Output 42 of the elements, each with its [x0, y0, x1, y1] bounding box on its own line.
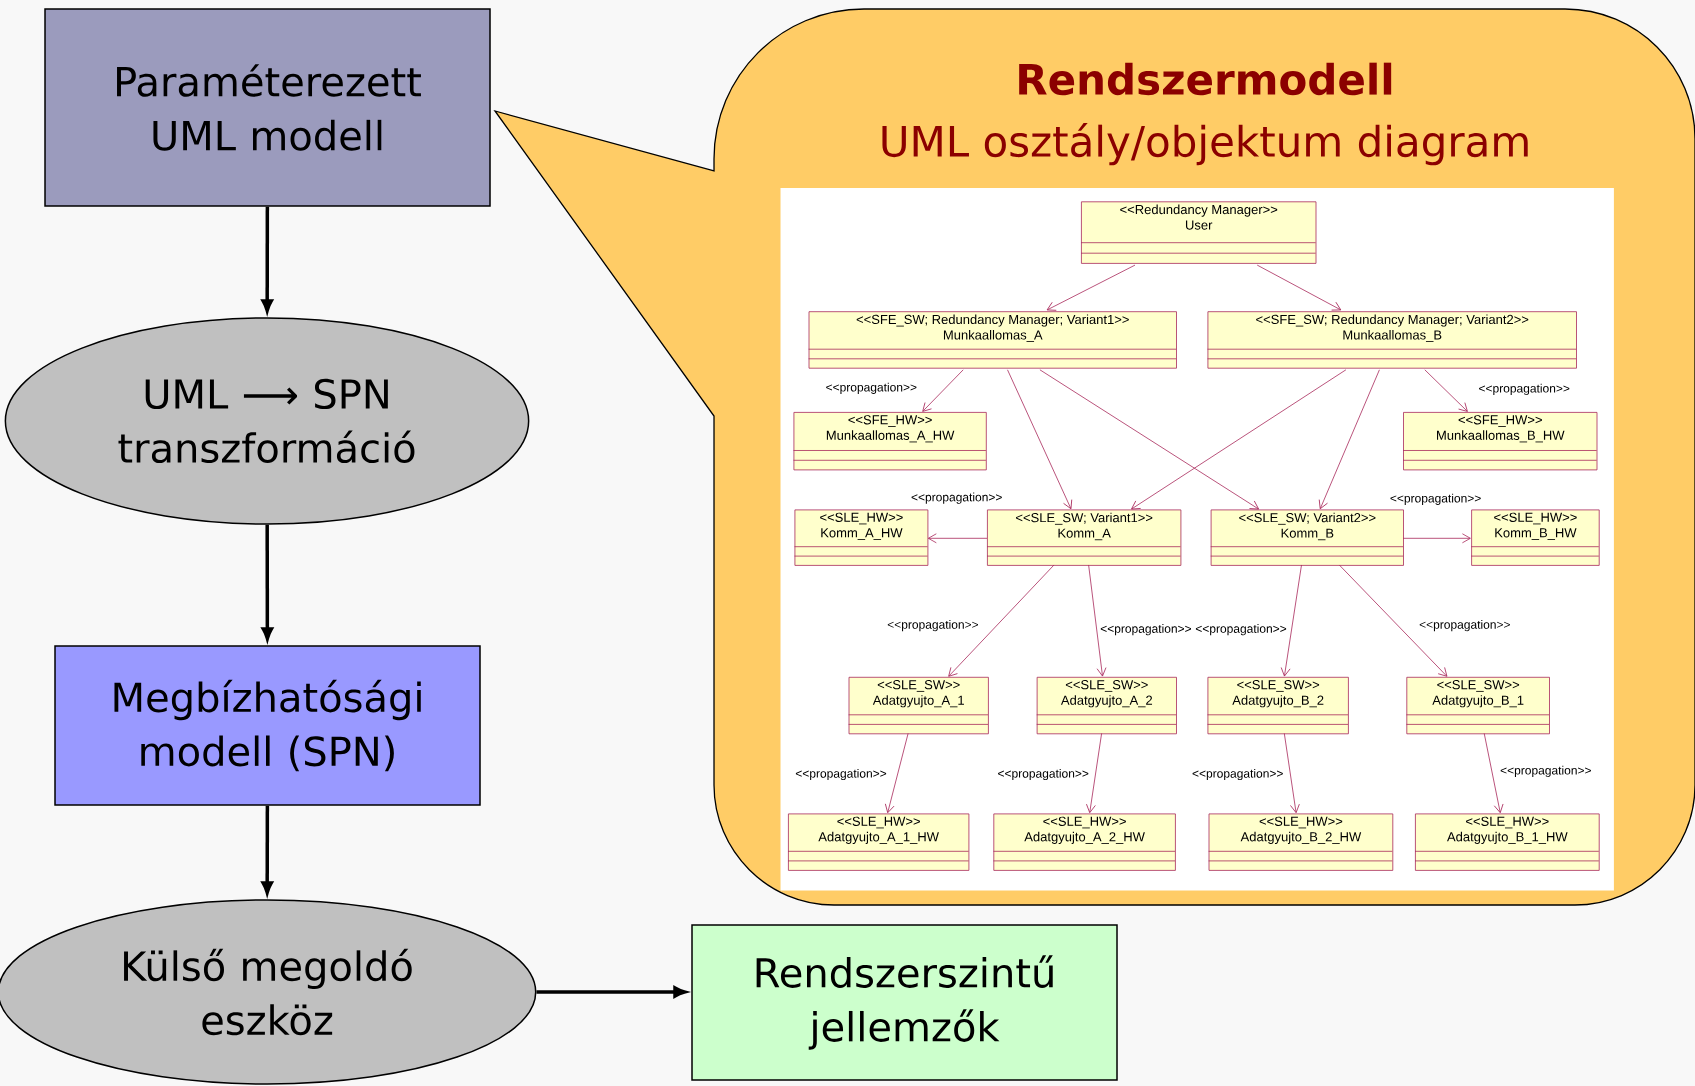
class-box: <<SLE_SW>> Adatgyujto_A_2 — [1036, 676, 1177, 735]
arrow — [927, 533, 988, 544]
process-box: Paraméterezett UML modell — [44, 8, 491, 207]
arrow — [1086, 733, 1102, 814]
arrow — [1402, 533, 1471, 544]
arrow — [884, 733, 909, 814]
edge-label: <<propagation>> — [1099, 623, 1193, 637]
class-box: <<SLE_SW; Variant1>> Komm_A — [986, 509, 1182, 566]
class-box: <<SLE_HW>> Adatgyujto_A_1_HW — [787, 813, 970, 871]
edge-label: <<propagation>> — [1418, 619, 1512, 633]
arrow — [1483, 733, 1504, 814]
class-box: <<SLE_HW>> Komm_A_HW — [794, 509, 929, 566]
class-box: <<SLE_SW>> Adatgyujto_B_1 — [1406, 676, 1550, 735]
arrow — [1318, 369, 1380, 510]
arrow — [1007, 369, 1073, 510]
arrow — [1424, 369, 1468, 412]
arrow — [1283, 733, 1300, 814]
edge-label: <<propagation>> — [1194, 623, 1288, 637]
process-box: Rendszerszintű jellemzők — [691, 924, 1118, 1081]
class-box: <<SLE_SW>> Adatgyujto_B_2 — [1207, 676, 1349, 735]
arrow — [1039, 369, 1259, 510]
class-box: <<SLE_HW>> Adatgyujto_A_2_HW — [993, 813, 1176, 871]
arrow — [1046, 264, 1136, 311]
class-box: <<SLE_HW>> Adatgyujto_B_1_HW — [1414, 813, 1600, 871]
arrow — [1338, 564, 1448, 677]
class-box: <<SLE_SW>> Adatgyujto_A_1 — [848, 676, 989, 735]
process-box: Megbízhatósági modell (SPN) — [54, 645, 481, 806]
class-box: <<SFE_SW; Redundancy Manager; Variant2>> Munkaallomas_B — [1207, 311, 1577, 369]
class-box: <<SFE_HW>> Munkaallomas_A_HW — [793, 412, 987, 471]
edge-label: <<propagation>> — [886, 619, 980, 633]
class-box: <<SLE_SW; Variant2>> Komm_B — [1210, 509, 1404, 566]
arrow — [1131, 369, 1347, 510]
arrow — [1088, 564, 1107, 677]
class-box: <<SLE_HW>> Komm_B_HW — [1470, 509, 1600, 566]
class-box: <<Redundancy Manager>> User — [1080, 201, 1317, 264]
arrow — [922, 369, 964, 412]
class-box: <<SLE_HW>> Adatgyujto_B_2_HW — [1208, 813, 1394, 871]
arrow — [948, 564, 1055, 677]
class-box: <<SFE_SW; Redundancy Manager; Variant1>> Munkaallomas_A — [808, 311, 1177, 369]
arrow — [1280, 564, 1302, 677]
arrow — [1256, 264, 1342, 311]
class-box: <<SFE_HW>> Munkaallomas_B_HW — [1402, 412, 1598, 471]
